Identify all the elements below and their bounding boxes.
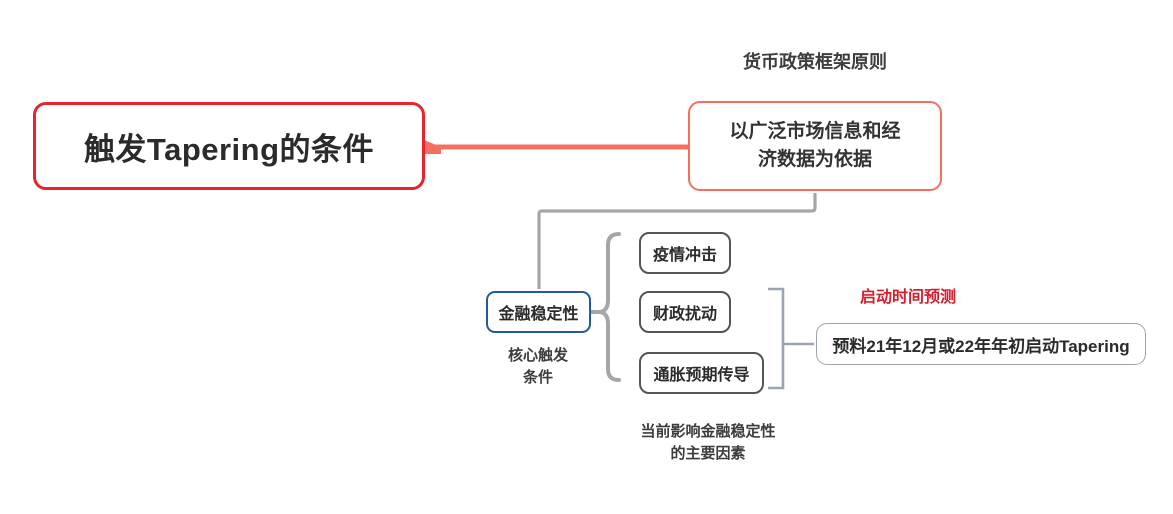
stability-caption-line2: 条件 bbox=[522, 368, 553, 386]
principle-caption: 货币政策框架原则 bbox=[743, 52, 887, 72]
factor-node-inflation-expectation[interactable]: 通胀预期传导 bbox=[639, 352, 764, 394]
principle-node-label: 以广泛市场信息和经 济数据为依据 bbox=[729, 118, 900, 175]
factors-caption: 当前影响金融稳定性 的主要因素 bbox=[588, 421, 828, 465]
factor-node-label: 通胀预期传导 bbox=[653, 367, 750, 384]
bracket-factors-to-prediction bbox=[768, 287, 814, 390]
factors-caption-line1: 当前影响金融稳定性 bbox=[640, 423, 776, 440]
factors-caption-line2: 的主要因素 bbox=[670, 444, 746, 462]
factor-node-pandemic-shock[interactable]: 疫情冲击 bbox=[639, 232, 731, 274]
factor-node-label: 疫情冲击 bbox=[652, 247, 717, 264]
prediction-caption: 启动时间预测 bbox=[860, 289, 957, 306]
stability-caption: 核心触发 条件 bbox=[478, 345, 598, 389]
prediction-node-label: 预料21年12月或22年年初启动Tapering bbox=[832, 336, 1130, 356]
factor-node-label: 财政扰动 bbox=[652, 306, 717, 323]
principle-node-label-line2: 济数据为依据 bbox=[757, 149, 872, 170]
root-node-trigger-conditions[interactable]: 触发Tapering的条件 bbox=[33, 102, 425, 190]
factor-node-fiscal-disturbance[interactable]: 财政扰动 bbox=[639, 291, 731, 333]
stability-node[interactable]: 金融稳定性 bbox=[486, 291, 591, 333]
prediction-node[interactable]: 预料21年12月或22年年初启动Tapering bbox=[816, 323, 1146, 365]
principle-node[interactable]: 以广泛市场信息和经 济数据为依据 bbox=[688, 101, 942, 191]
root-node-label: 触发Tapering的条件 bbox=[83, 131, 375, 167]
stability-caption-line1: 核心触发 bbox=[507, 347, 568, 364]
link-principle-to-root bbox=[424, 140, 688, 154]
stability-node-label: 金融稳定性 bbox=[498, 306, 579, 323]
principle-node-label-line1: 以广泛市场信息和经 bbox=[729, 120, 901, 142]
